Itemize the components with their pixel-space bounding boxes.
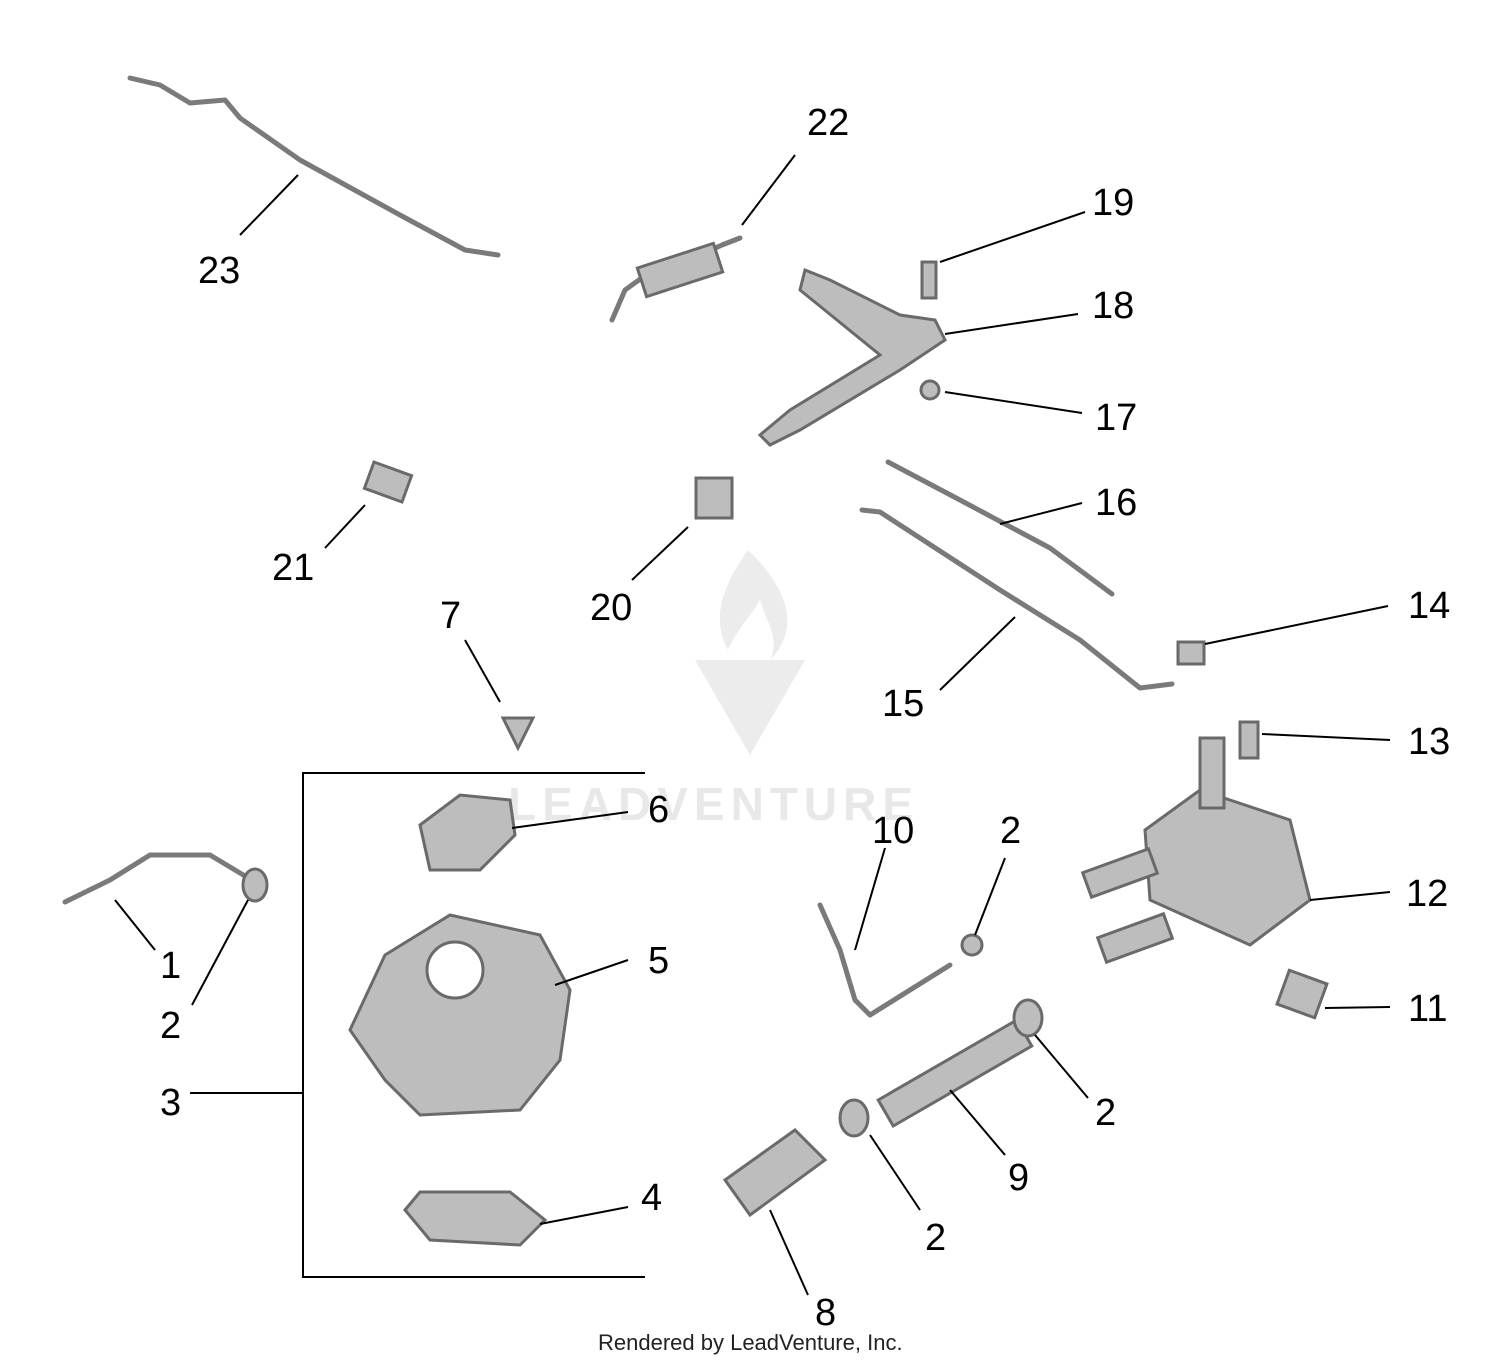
callout-20: 20 — [590, 587, 632, 629]
callout-3: 3 — [160, 1082, 181, 1124]
part-16-rod — [885, 459, 1115, 597]
callout-16: 16 — [1095, 482, 1137, 524]
part-4-gasket — [403, 1190, 548, 1247]
part-1-hose — [62, 852, 263, 905]
part-5-carburetor — [348, 913, 572, 1117]
leader-lines — [114, 154, 1391, 1296]
part-20 — [694, 476, 734, 520]
watermark-text: LEADVENTURE — [508, 778, 919, 830]
callout-8: 8 — [815, 1292, 836, 1334]
callout-2-d: 2 — [925, 1217, 946, 1259]
callout-5: 5 — [648, 940, 669, 982]
callout-4: 4 — [641, 1177, 662, 1219]
part-18-lever — [757, 267, 947, 447]
callout-2-a: 2 — [160, 1005, 181, 1047]
part-14 — [1176, 640, 1206, 666]
callout-7: 7 — [440, 595, 461, 637]
render-credit: Rendered by LeadVenture, Inc. — [598, 1330, 903, 1355]
callout-12: 12 — [1406, 873, 1448, 915]
callout-6: 6 — [648, 789, 669, 831]
callout-19: 19 — [1092, 182, 1134, 224]
callout-2-c: 2 — [1095, 1092, 1116, 1134]
part-13 — [1238, 720, 1260, 760]
part-21 — [362, 460, 414, 504]
part-9-hose — [876, 1017, 1034, 1129]
callout-21: 21 — [272, 547, 314, 589]
callout-22: 22 — [807, 102, 849, 144]
part-17-nut — [919, 379, 941, 401]
callout-15: 15 — [882, 683, 924, 725]
part-2-clamp — [241, 867, 269, 903]
part-2-clamp — [960, 933, 984, 957]
part-19-screw — [920, 260, 938, 300]
callout-17: 17 — [1095, 397, 1137, 439]
assembly-3-bracket — [302, 772, 645, 1278]
callout-labels: 23 22 19 18 17 16 14 15 13 12 11 21 20 7… — [160, 102, 1450, 1334]
part-2-clamp — [838, 1098, 870, 1138]
callout-9: 9 — [1008, 1157, 1029, 1199]
callout-14: 14 — [1408, 585, 1450, 627]
part-7 — [500, 716, 536, 752]
callout-11: 11 — [1408, 988, 1447, 1030]
leadventure-watermark-logo: LEADVENTURE — [508, 550, 919, 830]
part-2-clamp — [1012, 998, 1044, 1038]
part-15-rod — [859, 507, 1175, 691]
callout-13: 13 — [1408, 721, 1450, 763]
part-23-throttle-rod — [127, 75, 501, 258]
part-22-spring — [609, 235, 743, 323]
part-11 — [1275, 968, 1329, 1020]
callout-1: 1 — [160, 945, 181, 987]
part-6-gasket — [418, 793, 517, 872]
callout-10: 10 — [872, 810, 914, 852]
part-12-fuel-pump — [1080, 736, 1312, 965]
part-10-hose — [817, 902, 953, 1018]
part-8-fuel-filter — [722, 1128, 828, 1218]
callout-2-b: 2 — [1000, 810, 1021, 852]
callout-23: 23 — [198, 250, 240, 292]
callout-18: 18 — [1092, 285, 1134, 327]
